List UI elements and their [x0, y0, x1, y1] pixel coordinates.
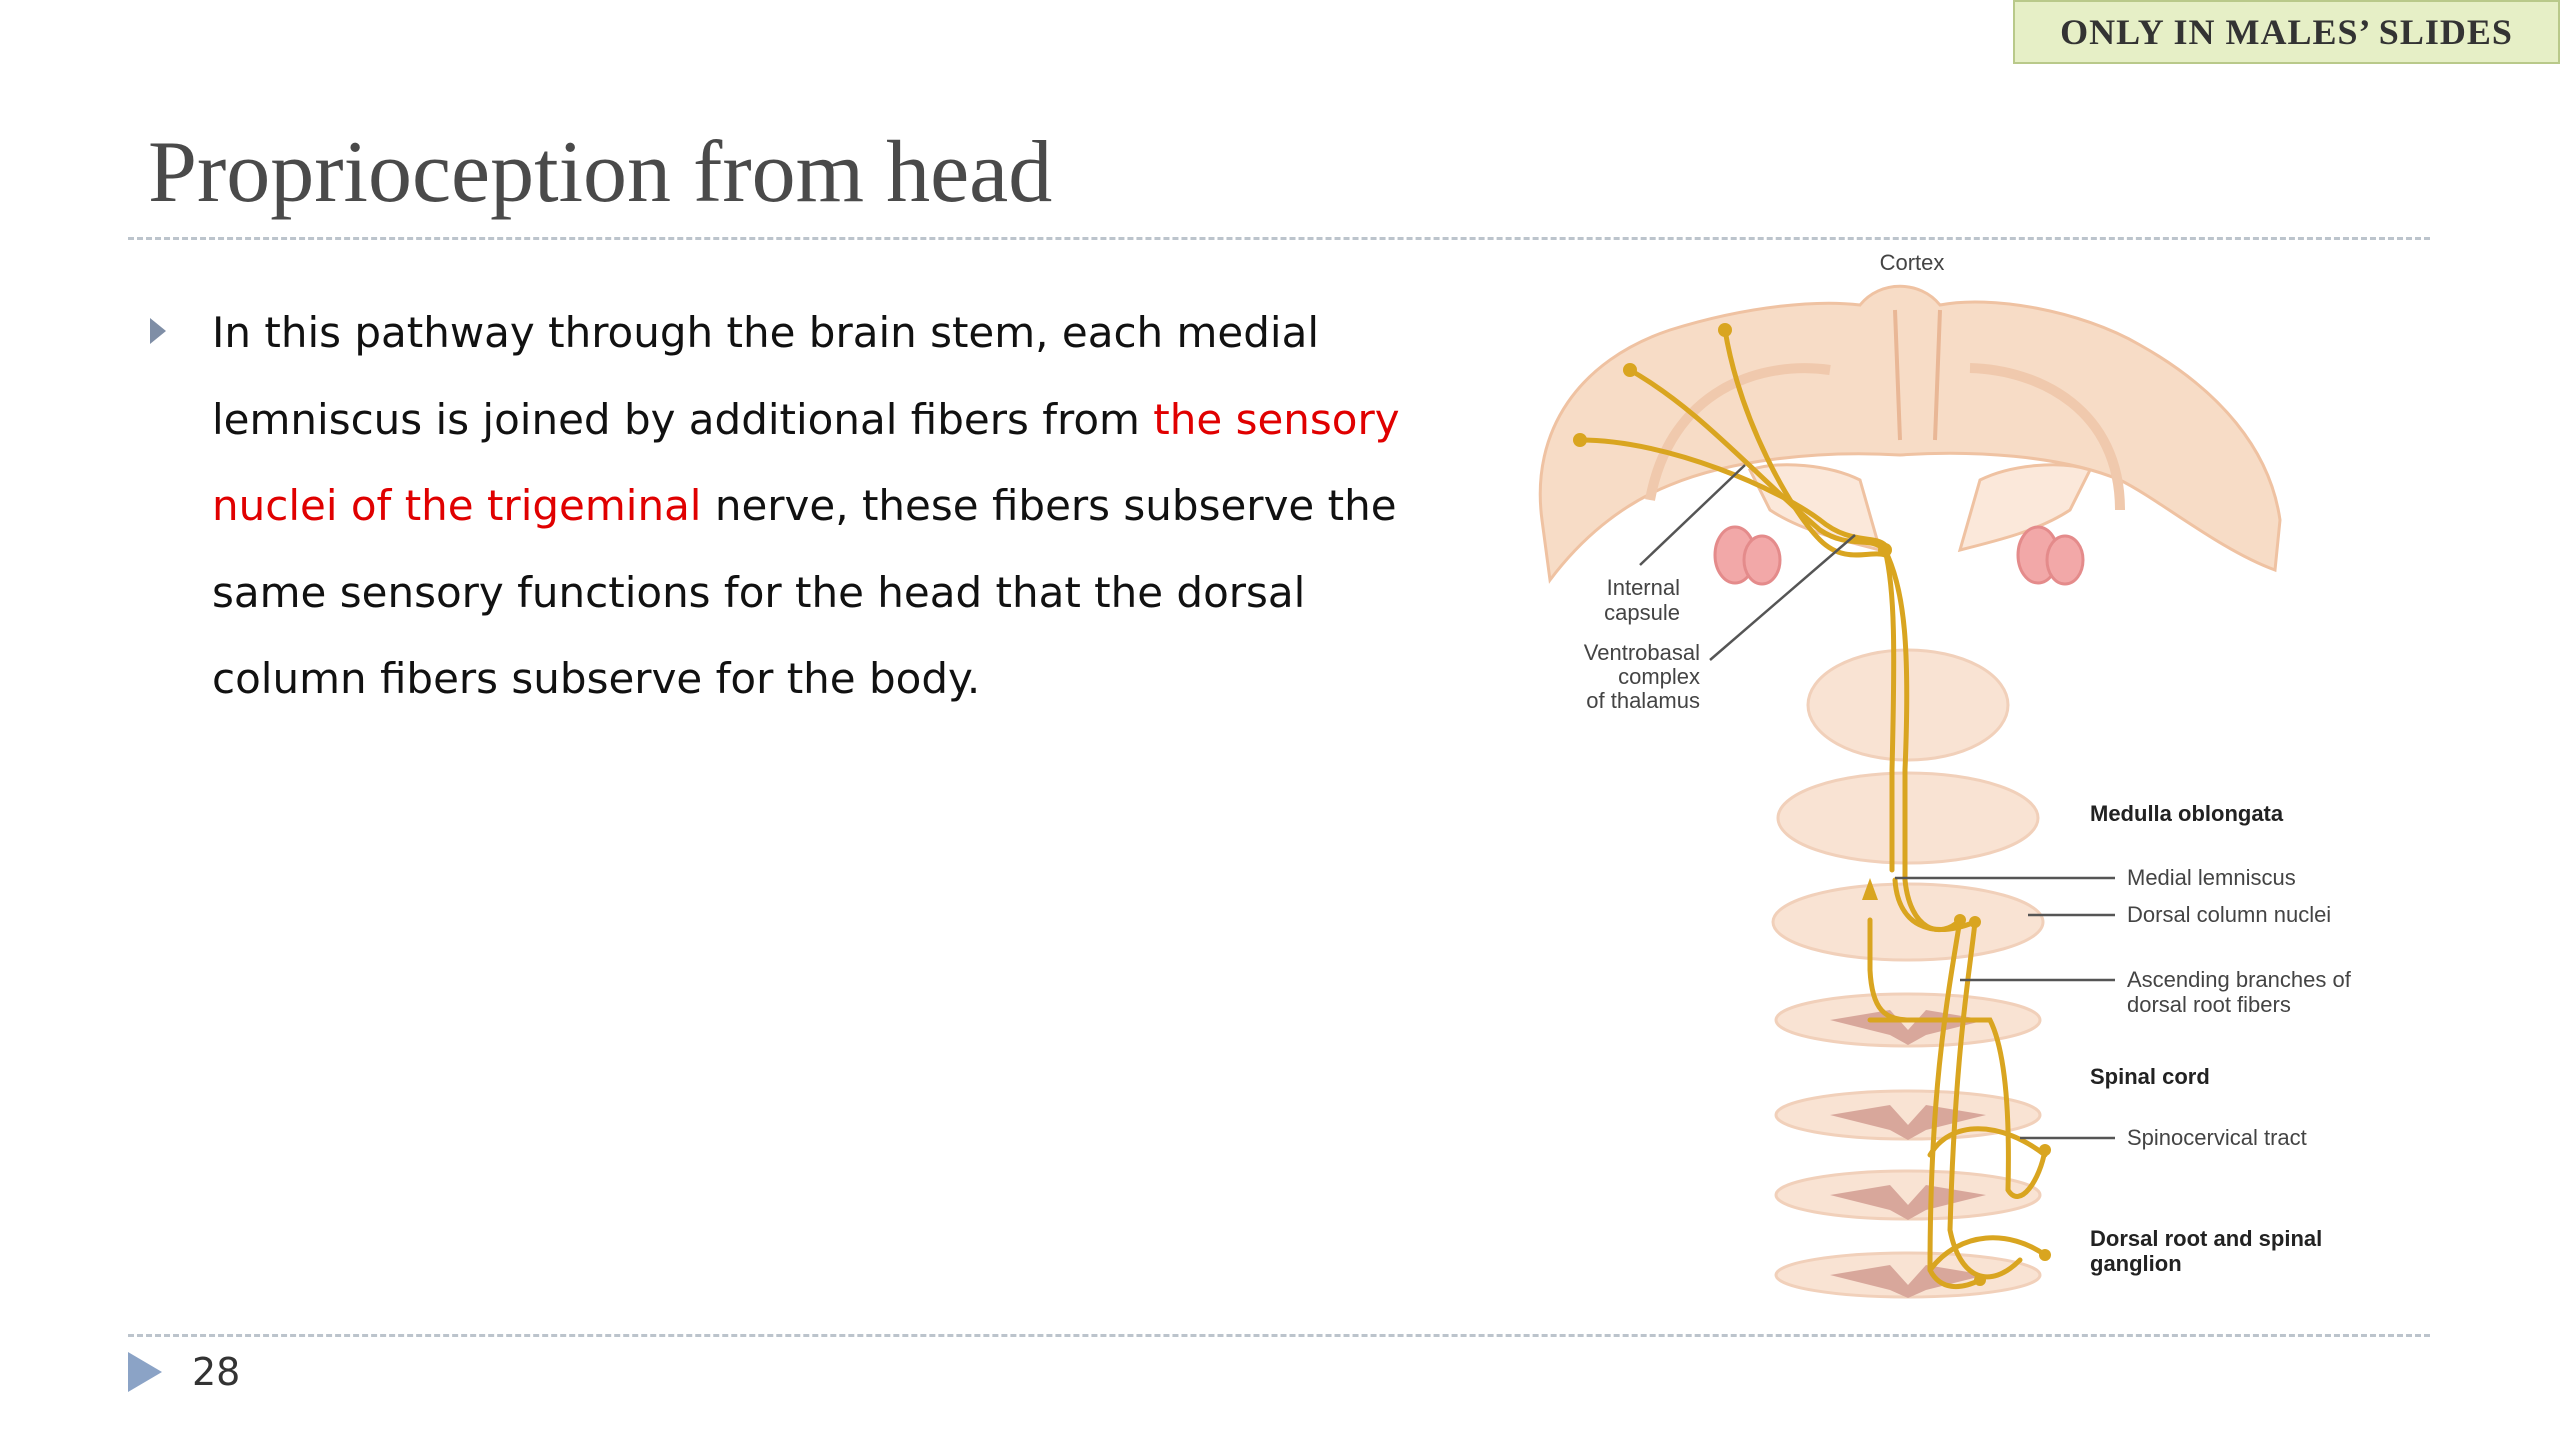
fiber-terminals — [1573, 323, 2051, 1286]
title-divider — [128, 237, 2430, 240]
leader-lines — [1639, 464, 2115, 1140]
basal-nuclei — [1713, 525, 2085, 586]
footer-arrow-icon — [128, 1352, 162, 1392]
label-spinal-cord: Spinal cord — [2090, 1064, 2210, 1089]
slide-badge: ONLY IN MALES’ SLIDES — [2013, 0, 2560, 64]
diagram-labels: Cortex Internal capsule Ventrobasal comp… — [1584, 250, 2352, 1276]
bullet-text-part2: nerve, these fibers subserve the same se… — [212, 481, 1397, 703]
page-number: 28 — [192, 1350, 241, 1394]
bullet-text-highlight: the sensory nuclei of the trigeminal — [212, 394, 1400, 531]
cerebrum-section — [1538, 284, 2282, 584]
label-ascending-1: Ascending branches of — [2127, 967, 2352, 992]
ascending-arrow-icon — [1862, 878, 1878, 900]
label-dorsal-root-1: Dorsal root and spinal — [2090, 1226, 2322, 1251]
label-medial-lemniscus: Medial lemniscus — [2127, 865, 2296, 890]
fiber-tracts — [1577, 327, 2048, 1290]
label-ventrobasal-1: Ventrobasal — [1584, 640, 1700, 665]
label-internal-capsule-1: Internal — [1607, 575, 1680, 600]
slide-title: Proprioception from head — [148, 124, 1053, 221]
label-ascending-2: dorsal root fibers — [2127, 992, 2291, 1017]
bullet-arrow-icon — [150, 318, 166, 344]
bullet-text-part1: In this pathway through the brain stem, … — [212, 308, 1320, 444]
footer-divider — [128, 1334, 2430, 1337]
label-spinocervical: Spinocervical tract — [2127, 1125, 2307, 1150]
label-ventrobasal-2: complex — [1618, 664, 1700, 689]
proprioception-pathway-diagram: Cortex Internal capsule Ventrobasal comp… — [1538, 250, 2352, 1299]
label-ventrobasal-3: of thalamus — [1586, 688, 1700, 713]
bullet-text: In this pathway through the brain stem, … — [212, 290, 1452, 723]
label-dorsal-root-2: ganglion — [2090, 1251, 2182, 1276]
label-dorsal-column-nuclei: Dorsal column nuclei — [2127, 902, 2331, 927]
label-internal-capsule-2: capsule — [1604, 600, 1680, 625]
label-cortex: Cortex — [1880, 250, 1945, 275]
label-medulla: Medulla oblongata — [2090, 801, 2284, 826]
